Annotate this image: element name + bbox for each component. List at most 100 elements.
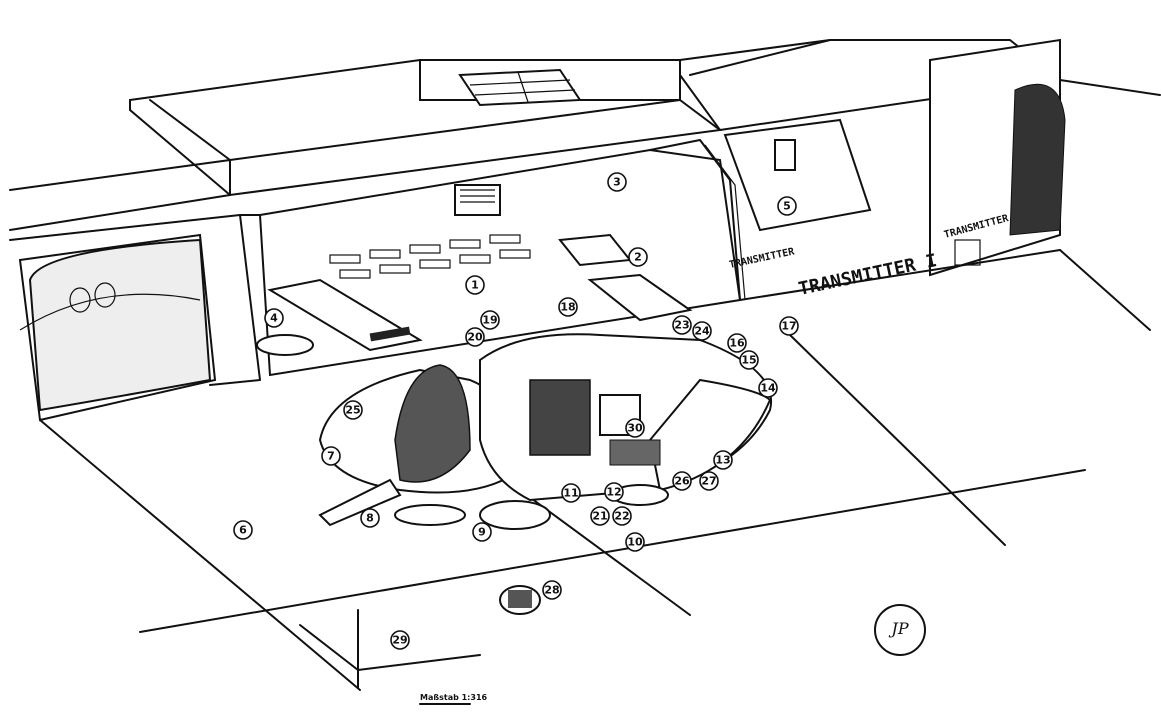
hangar-roof bbox=[9, 39, 1161, 231]
callout-10: 10 bbox=[625, 532, 645, 552]
artist-signature: JP bbox=[874, 604, 926, 656]
callout-circle bbox=[542, 580, 562, 600]
callout-9: 9 bbox=[472, 522, 492, 542]
callout-5: 5 bbox=[777, 196, 797, 216]
callout-18: 18 bbox=[558, 297, 578, 317]
callout-number: 27 bbox=[701, 475, 716, 488]
callout-20: 20 bbox=[465, 327, 485, 347]
callout-24: 24 bbox=[692, 321, 712, 341]
hangar-main-bay bbox=[9, 139, 746, 386]
callout-number: 1 bbox=[471, 279, 479, 292]
callout-circle bbox=[343, 400, 363, 420]
callout-8: 8 bbox=[360, 508, 380, 528]
callout-21: 21 bbox=[590, 506, 610, 526]
callout-circle bbox=[777, 196, 797, 216]
callout-29: 29 bbox=[390, 630, 410, 650]
callout-circle bbox=[465, 275, 485, 295]
signature-text: JP bbox=[888, 619, 908, 638]
callout-25: 25 bbox=[343, 400, 363, 420]
callout-number: 5 bbox=[783, 200, 791, 213]
callout-number: 2 bbox=[634, 251, 642, 264]
right-bay-5 bbox=[723, 118, 872, 232]
callout-circle bbox=[672, 471, 692, 491]
transmitter-wall-lettering: TRANSMITTER I bbox=[797, 250, 939, 300]
callout-circle bbox=[233, 520, 253, 540]
callout-circle bbox=[390, 630, 410, 650]
callout-number: 29 bbox=[392, 634, 407, 647]
callout-number: 28 bbox=[544, 584, 559, 597]
transmitter-sign-left: TRANSMITTER bbox=[728, 246, 796, 271]
callout-circle bbox=[699, 471, 719, 491]
callout-14: 14 bbox=[758, 378, 778, 398]
callout-circle bbox=[558, 297, 578, 317]
callout-15: 15 bbox=[739, 350, 759, 370]
callout-11: 11 bbox=[561, 483, 581, 503]
callout-number: 22 bbox=[614, 510, 629, 523]
callout-circle bbox=[628, 247, 648, 267]
callout-number: 18 bbox=[560, 301, 575, 314]
callout-circle bbox=[607, 172, 627, 192]
callout-circle bbox=[625, 418, 645, 438]
callout-28: 28 bbox=[542, 580, 562, 600]
callout-number: 16 bbox=[729, 337, 745, 350]
callout-circle bbox=[465, 327, 485, 347]
callout-number: 3 bbox=[613, 176, 621, 189]
callout-number: 6 bbox=[239, 524, 247, 537]
callout-number: 4 bbox=[270, 312, 278, 325]
callout-number: 21 bbox=[592, 510, 607, 523]
right-bay-far bbox=[929, 38, 1066, 277]
callout-number: 19 bbox=[482, 314, 497, 327]
callout-12: 12 bbox=[604, 482, 624, 502]
callout-number: 11 bbox=[563, 487, 578, 500]
callout-number: 26 bbox=[674, 475, 690, 488]
callout-22: 22 bbox=[612, 506, 632, 526]
callout-number: 8 bbox=[366, 512, 374, 525]
callout-circle bbox=[480, 310, 500, 330]
callout-number: 13 bbox=[715, 454, 730, 467]
callout-circle bbox=[321, 446, 341, 466]
callout-2: 2 bbox=[628, 247, 648, 267]
callout-number: 15 bbox=[741, 354, 756, 367]
callout-circle bbox=[604, 482, 624, 502]
callout-number: 9 bbox=[478, 526, 486, 539]
callout-number: 7 bbox=[327, 450, 335, 463]
spacecraft-cutaway bbox=[256, 333, 773, 615]
callout-circle bbox=[264, 308, 284, 328]
callout-26: 26 bbox=[672, 471, 692, 491]
callout-number: 12 bbox=[606, 486, 621, 499]
scale-axes: Maßstab 1:316 bbox=[299, 609, 488, 705]
callout-number: 24 bbox=[694, 325, 710, 338]
scale-label: Maßstab 1:316 bbox=[420, 693, 488, 702]
callout-number: 23 bbox=[674, 319, 689, 332]
callout-number: 20 bbox=[467, 331, 483, 344]
callout-circle bbox=[625, 532, 645, 552]
callout-circle bbox=[612, 506, 632, 526]
callout-number: 25 bbox=[345, 404, 360, 417]
callout-4: 4 bbox=[264, 308, 284, 328]
callout-number: 10 bbox=[627, 536, 643, 549]
callout-27: 27 bbox=[699, 471, 719, 491]
callout-circle bbox=[779, 316, 799, 336]
callout-circle bbox=[672, 315, 692, 335]
callout-circle bbox=[590, 506, 610, 526]
callout-3: 3 bbox=[607, 172, 627, 192]
callout-circle bbox=[758, 378, 778, 398]
floor-pads bbox=[329, 234, 531, 279]
callout-circle bbox=[360, 508, 380, 528]
callout-30: 30 bbox=[625, 418, 645, 438]
callout-number: 30 bbox=[627, 422, 643, 435]
callout-1: 1 bbox=[465, 275, 485, 295]
callout-circle bbox=[472, 522, 492, 542]
callout-circle bbox=[692, 321, 712, 341]
callout-7: 7 bbox=[321, 446, 341, 466]
callout-23: 23 bbox=[672, 315, 692, 335]
callout-circle bbox=[727, 333, 747, 353]
callout-circle bbox=[713, 450, 733, 470]
left-bay bbox=[18, 233, 217, 422]
callout-circle bbox=[561, 483, 581, 503]
callout-circle bbox=[739, 350, 759, 370]
callout-6: 6 bbox=[233, 520, 253, 540]
callout-13: 13 bbox=[713, 450, 733, 470]
callout-19: 19 bbox=[480, 310, 500, 330]
